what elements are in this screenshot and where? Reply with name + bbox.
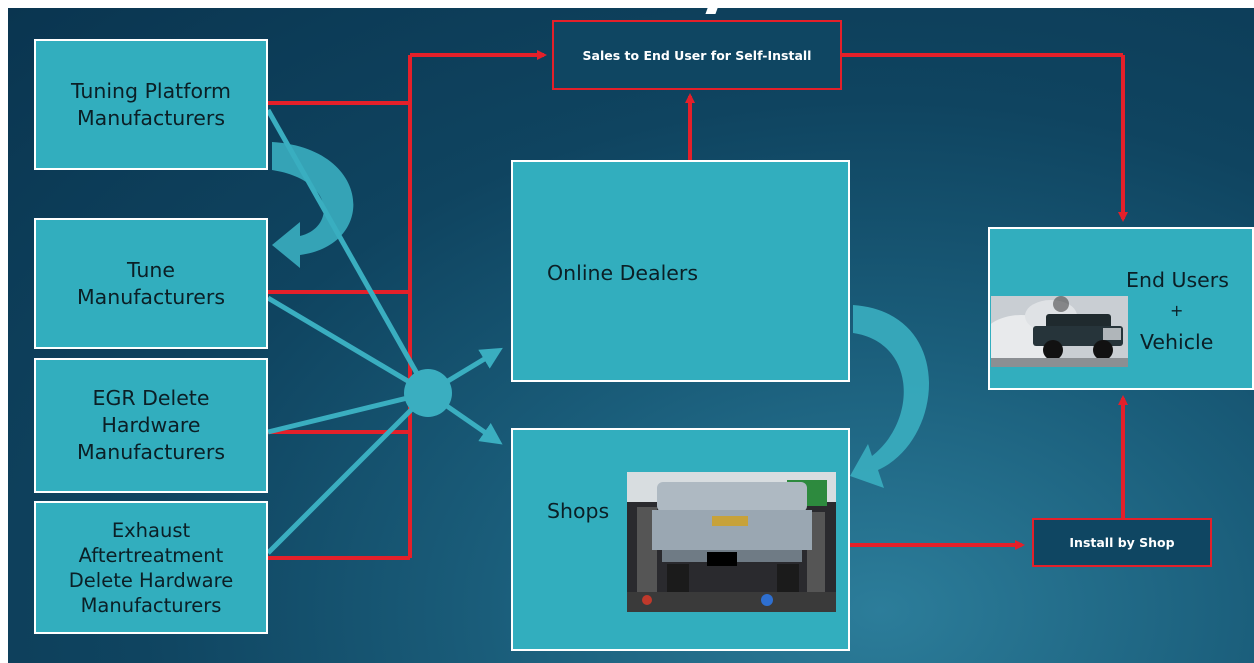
tuning-platform-box: Tuning Platform Manufacturers [34,39,268,170]
exhaust-delete-label: Exhaust Aftertreatment Delete Hardware M… [68,518,234,617]
red-bus [268,50,1128,560]
egr-delete-label: EGR Delete Hardware Manufacturers [76,386,225,464]
online-dealers-box: Online Dealers [511,160,850,382]
slide: Tuning Platform Manufacturers Tune Manuf… [8,8,1254,663]
online-dealers-label: Online Dealers [547,261,699,285]
tuning-platform-label: Tuning Platform Manufacturers [70,78,232,130]
convergence-node [404,369,452,417]
tune-box: Tune Manufacturers [34,218,268,349]
tune-label: Tune Manufacturers [76,257,225,309]
install-by-shop-label: Install by Shop [1069,535,1175,550]
shops-label: Shops [547,499,610,523]
curved-arrow-right [850,305,930,488]
end-users-label: End Users [1126,268,1229,292]
truck-photo [991,296,1128,367]
exhaust-delete-box: Exhaust Aftertreatment Delete Hardware M… [34,501,268,634]
vehicle-label: Vehicle [1140,330,1214,354]
shops-box: Shops [511,428,850,651]
shop-photo [627,472,836,612]
self-install-box: Sales to End User for Self-Install [552,20,842,90]
plus-label: + [1170,301,1184,320]
flow-lines [265,50,1128,560]
self-install-label: Sales to End User for Self-Install [582,47,812,63]
curved-arrow-left [272,142,354,268]
egr-delete-box: EGR Delete Hardware Manufacturers [34,358,268,493]
install-by-shop-box: Install by Shop [1032,518,1212,567]
end-users-box: End Users + Vehicle [988,227,1254,390]
